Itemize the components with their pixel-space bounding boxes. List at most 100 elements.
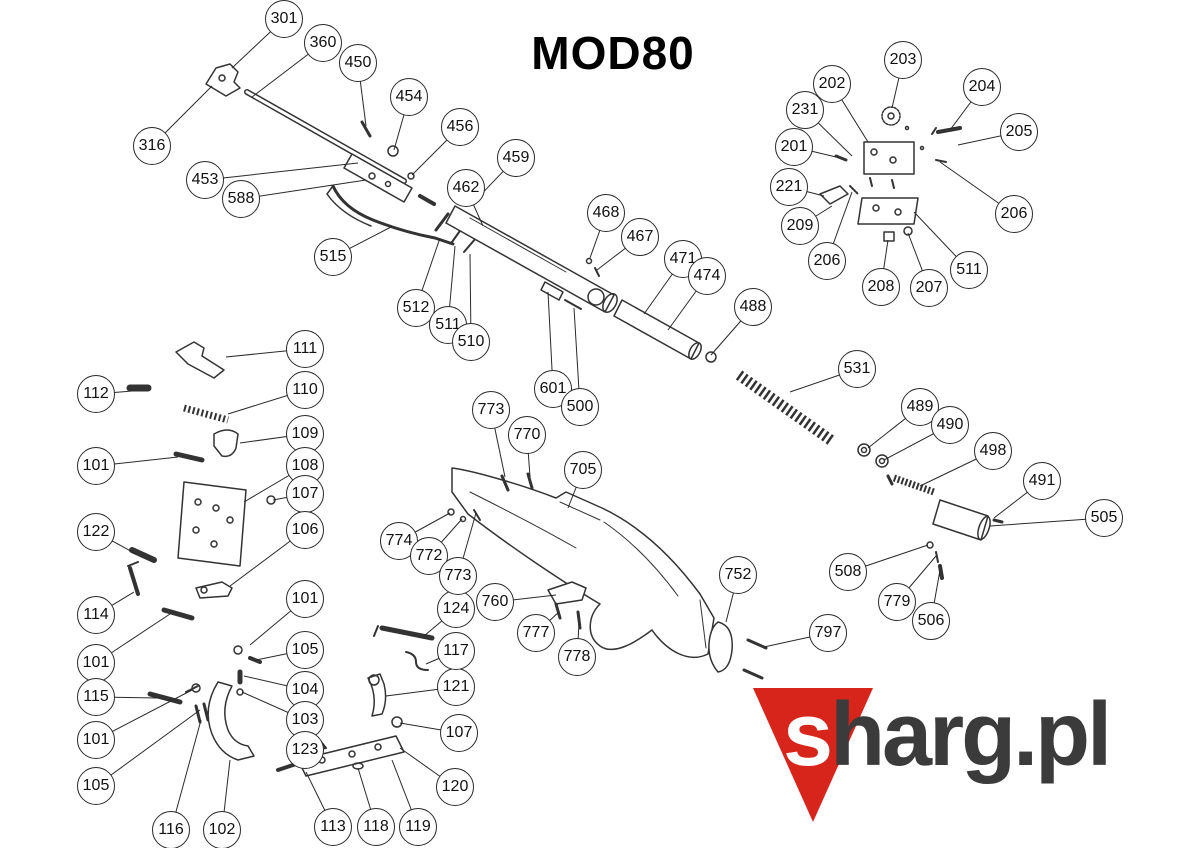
callout-122: 122 (77, 513, 115, 551)
callout-124: 124 (437, 590, 475, 628)
callout-111: 111 (286, 330, 324, 368)
callout-453: 453 (186, 161, 224, 199)
callout-488: 488 (734, 288, 772, 326)
piston-parts-art (857, 443, 1004, 580)
callout-201: 201 (775, 128, 813, 166)
buttplate-art (708, 621, 733, 673)
callout-760: 760 (476, 583, 514, 621)
callout-116: 116 (152, 811, 190, 848)
callout-118: 118 (357, 808, 395, 846)
callout-120: 120 (436, 768, 474, 806)
callout-508: 508 (829, 553, 867, 591)
callout-531: 531 (838, 350, 876, 388)
trigger-small-parts-art (233, 645, 262, 696)
end-cap-art (613, 299, 717, 363)
callout-203: 203 (884, 41, 922, 79)
callout-102: 102 (203, 811, 241, 848)
callout-121: 121 (437, 668, 475, 706)
small-pins-left-art (126, 384, 210, 724)
callout-360: 360 (304, 24, 342, 62)
callout-123: 123 (286, 731, 324, 769)
callout-515: 515 (314, 238, 352, 276)
trigger-art (185, 681, 255, 761)
callout-450: 450 (339, 44, 377, 82)
callout-773: 773 (439, 557, 477, 595)
trigger-lever-art (195, 581, 233, 599)
callout-512: 512 (397, 289, 435, 327)
front-sight-art (205, 63, 241, 97)
logo-text: sharg.pl (783, 688, 1112, 783)
sharg-logo: sharg.pl (753, 688, 1198, 828)
callout-205: 205 (1000, 113, 1038, 151)
callout-206: 206 (995, 195, 1033, 233)
callout-301: 301 (265, 0, 303, 38)
housing-plate-art (177, 481, 276, 567)
callout-101: 101 (77, 447, 115, 485)
callout-778: 778 (558, 638, 596, 676)
callout-101: 101 (77, 644, 115, 682)
barrel-latch-art (547, 581, 587, 630)
cocking-lever-art (326, 184, 455, 246)
leader-line-105 (95, 709, 201, 787)
callout-491: 491 (1023, 462, 1061, 500)
callout-117: 117 (437, 632, 475, 670)
callout-115: 115 (77, 678, 115, 716)
trigger-spring-art (183, 404, 229, 424)
leader-line-453 (204, 162, 359, 181)
callout-202: 202 (813, 65, 851, 103)
callout-101: 101 (286, 580, 324, 618)
callout-209: 209 (781, 207, 819, 245)
callout-511: 511 (950, 251, 988, 289)
callout-459: 459 (497, 139, 535, 177)
callout-105: 105 (77, 767, 115, 805)
misc-mid-art (373, 625, 435, 671)
callout-114: 114 (77, 596, 115, 634)
callout-113: 113 (314, 808, 352, 846)
safety-catch-art (213, 429, 239, 458)
callout-498: 498 (974, 432, 1012, 470)
callout-752: 752 (719, 556, 757, 594)
callout-204: 204 (963, 68, 1001, 106)
callout-208: 208 (862, 268, 900, 306)
callout-468: 468 (587, 194, 625, 232)
barrel-small-parts-art (360, 120, 477, 253)
callout-705: 705 (564, 451, 602, 489)
diagram-title: MOD80 (531, 27, 695, 79)
callout-231: 231 (786, 91, 824, 129)
callout-206: 206 (808, 242, 846, 280)
trigger-blade-art (367, 673, 387, 717)
callout-456: 456 (441, 108, 479, 146)
callout-112: 112 (77, 375, 115, 413)
callout-106: 106 (286, 511, 324, 549)
callout-773: 773 (472, 391, 510, 429)
callout-490: 490 (931, 406, 969, 444)
logo-triangle-icon (753, 688, 873, 822)
callout-109: 109 (286, 415, 324, 453)
callout-506: 506 (912, 602, 950, 640)
callout-588: 588 (222, 180, 260, 218)
callout-105: 105 (286, 631, 324, 669)
mainspring-art (735, 370, 836, 446)
callout-101: 101 (77, 721, 115, 759)
receiver-tube-art (445, 205, 618, 313)
callout-110: 110 (286, 371, 324, 409)
stock-screws-art (447, 472, 768, 680)
callout-107: 107 (286, 475, 324, 513)
callout-770: 770 (508, 416, 546, 454)
callout-462: 462 (447, 169, 485, 207)
callout-797: 797 (809, 614, 847, 652)
callout-777: 777 (517, 614, 555, 652)
callout-207: 207 (910, 269, 948, 307)
sear-art (175, 341, 225, 379)
callout-454: 454 (390, 78, 428, 116)
leader-line-588 (240, 179, 367, 200)
callout-221: 221 (770, 168, 808, 206)
callout-316: 316 (133, 127, 171, 165)
callout-500: 500 (561, 388, 599, 426)
callout-467: 467 (621, 218, 659, 256)
callout-107: 107 (440, 714, 478, 752)
callout-779: 779 (878, 583, 916, 621)
